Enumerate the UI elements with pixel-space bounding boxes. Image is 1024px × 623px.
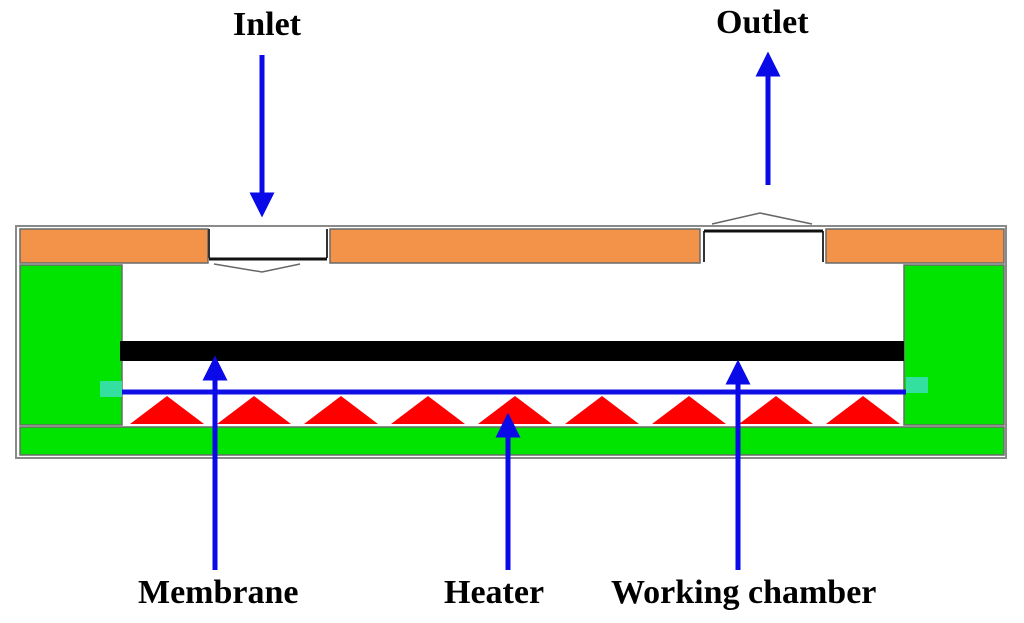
top-plate-right bbox=[825, 228, 1005, 264]
heater-element bbox=[826, 396, 900, 424]
heater-element bbox=[478, 396, 552, 424]
heater-element bbox=[565, 396, 639, 424]
heater-element bbox=[739, 396, 813, 424]
base-layer bbox=[19, 426, 1005, 456]
heater-elements bbox=[130, 396, 900, 424]
heater-label: Heater bbox=[444, 574, 545, 611]
heater-element bbox=[217, 396, 291, 424]
right-anchor bbox=[906, 377, 928, 393]
outlet-label: Outlet bbox=[716, 4, 809, 41]
heater-element bbox=[391, 396, 465, 424]
top-plate-middle bbox=[329, 228, 701, 264]
heater-element bbox=[304, 396, 378, 424]
membrane-label: Membrane bbox=[138, 574, 299, 611]
frame-outline bbox=[15, 225, 1007, 459]
inlet-valve bbox=[208, 229, 328, 273]
left-wall bbox=[19, 264, 123, 426]
right-wall bbox=[903, 264, 1005, 426]
inlet-label: Inlet bbox=[233, 6, 301, 43]
top-plate-left bbox=[19, 228, 209, 264]
heater-element bbox=[130, 396, 204, 424]
left-anchor bbox=[100, 381, 122, 397]
working-chamber-label: Working chamber bbox=[611, 574, 877, 611]
outlet-valve bbox=[703, 212, 824, 262]
heater-element bbox=[652, 396, 726, 424]
membrane bbox=[120, 341, 904, 361]
